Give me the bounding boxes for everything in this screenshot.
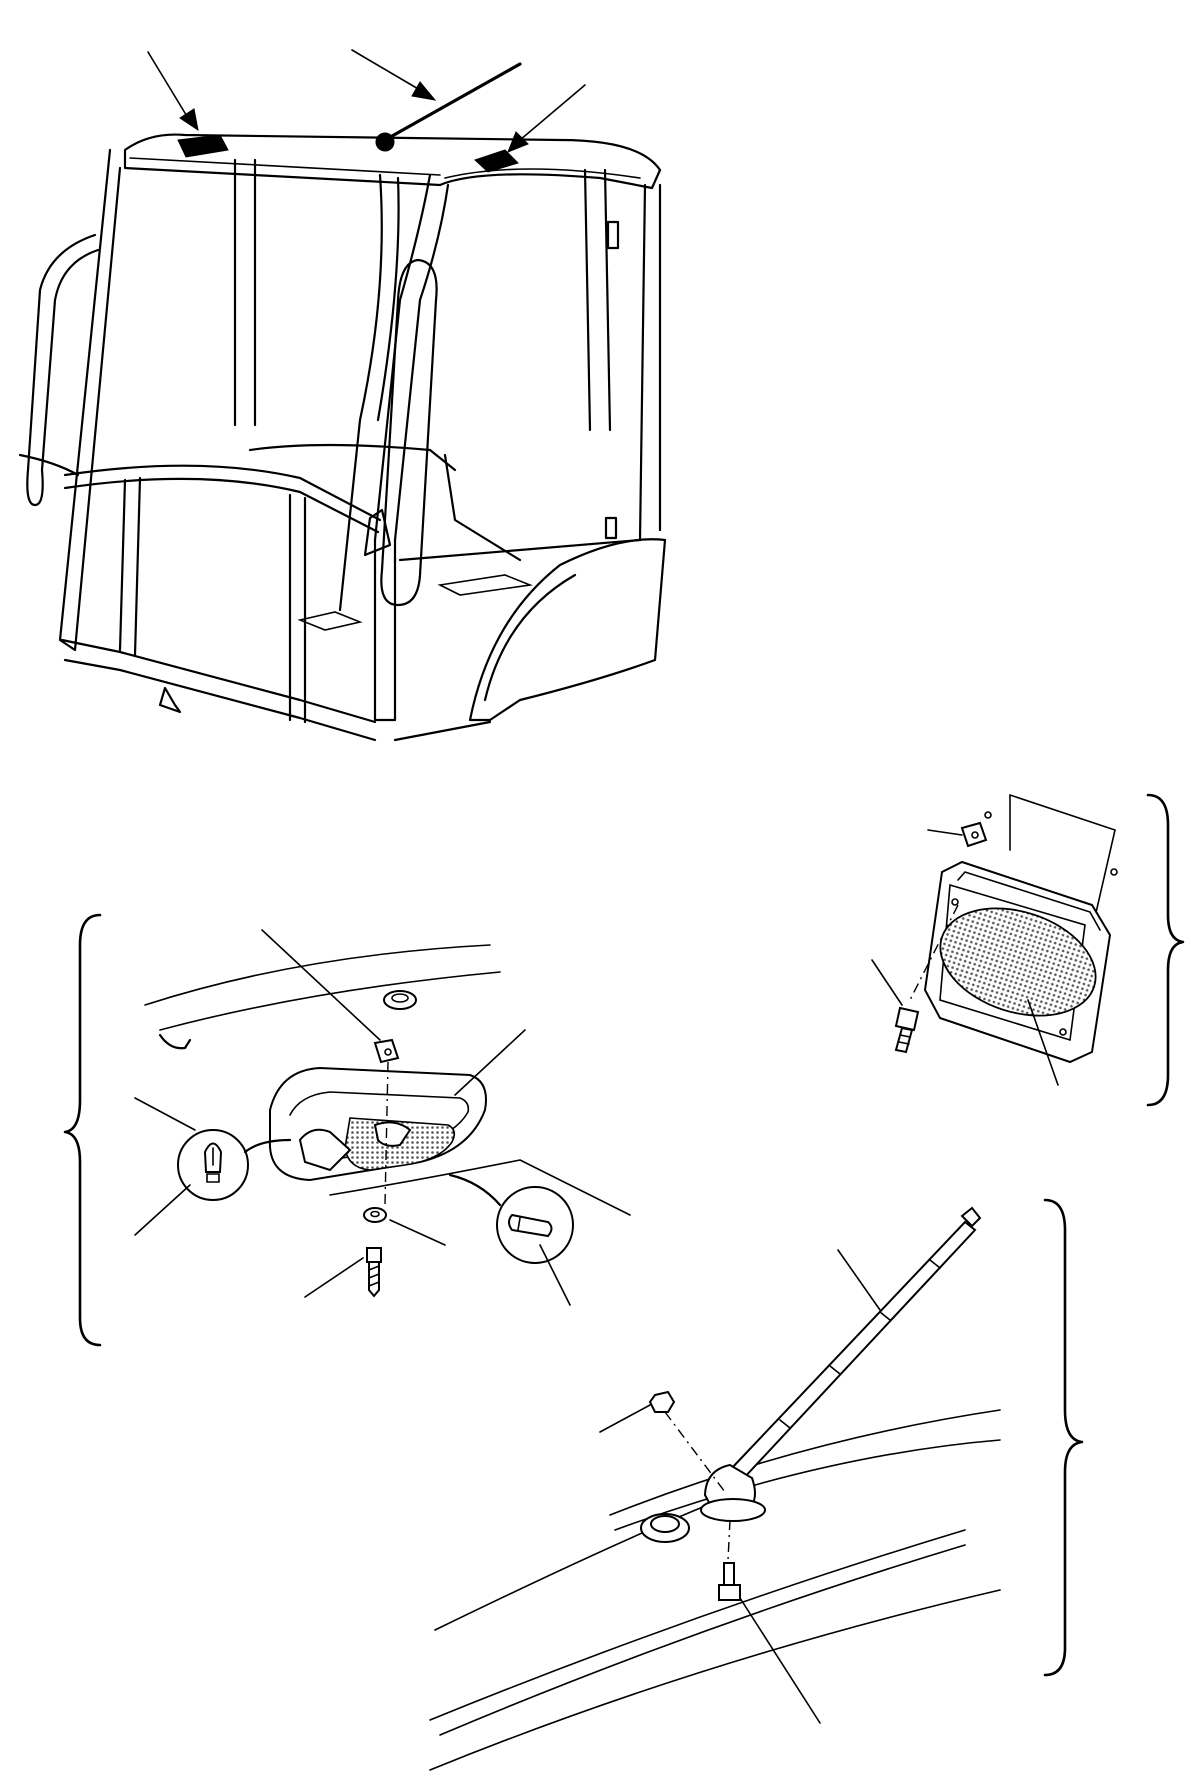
cab-roof-outline [123,133,662,190]
antenna-rod [728,1206,982,1482]
roof-speaker-mark-left [177,134,229,158]
callout-fuse [539,1244,571,1306]
callout-left-roof [147,51,199,132]
callout-screw [304,1257,364,1298]
brace-room-lamp [63,913,102,1347]
roof-speaker-mark-right [474,149,519,173]
callout-clip-nut [261,929,381,1041]
room-lamp-detail [63,913,631,1347]
speaker-grille [939,907,1097,1017]
callout-speaker-unit [1027,999,1059,1086]
lamp-clip-nut [373,1038,400,1064]
callout-antenna-bolt [739,1597,821,1724]
brace-antenna [1043,1198,1084,1677]
antenna-detail [429,1198,1084,1771]
antenna-bolt [718,1562,741,1601]
callout-right-roof [507,84,586,153]
callout-speaker-bolt [871,959,903,1006]
callout-antenna-nut [599,1404,651,1433]
lamp-screw [366,1247,382,1298]
callout-lamp-housing [454,1029,526,1096]
callout-speaker-clip [927,829,963,836]
callout-bulb-lamp [134,1097,196,1131]
cab-handrail-left [26,233,100,507]
cab-front-pillar [373,173,450,722]
cab-left-pillar [58,148,122,652]
lamp-fuse-callout-bubble [448,1173,574,1264]
speaker-detail [871,793,1185,1107]
speaker-bolt [894,1006,920,1054]
cab-rear-fender [468,538,667,722]
callout-bulb [134,1184,191,1236]
cab-frame-view [18,49,667,742]
callout-antenna-mount [351,49,522,142]
antenna-nut [648,1390,676,1413]
lamp-bulb-callout-bubble [177,1129,292,1201]
callout-antenna-rod [837,1249,881,1311]
speaker-clip-nut [960,821,988,848]
brace-speaker [1146,793,1185,1107]
cab-handrail-front [380,258,438,607]
callout-washer [389,1219,446,1246]
lamp-washer [363,1207,387,1223]
